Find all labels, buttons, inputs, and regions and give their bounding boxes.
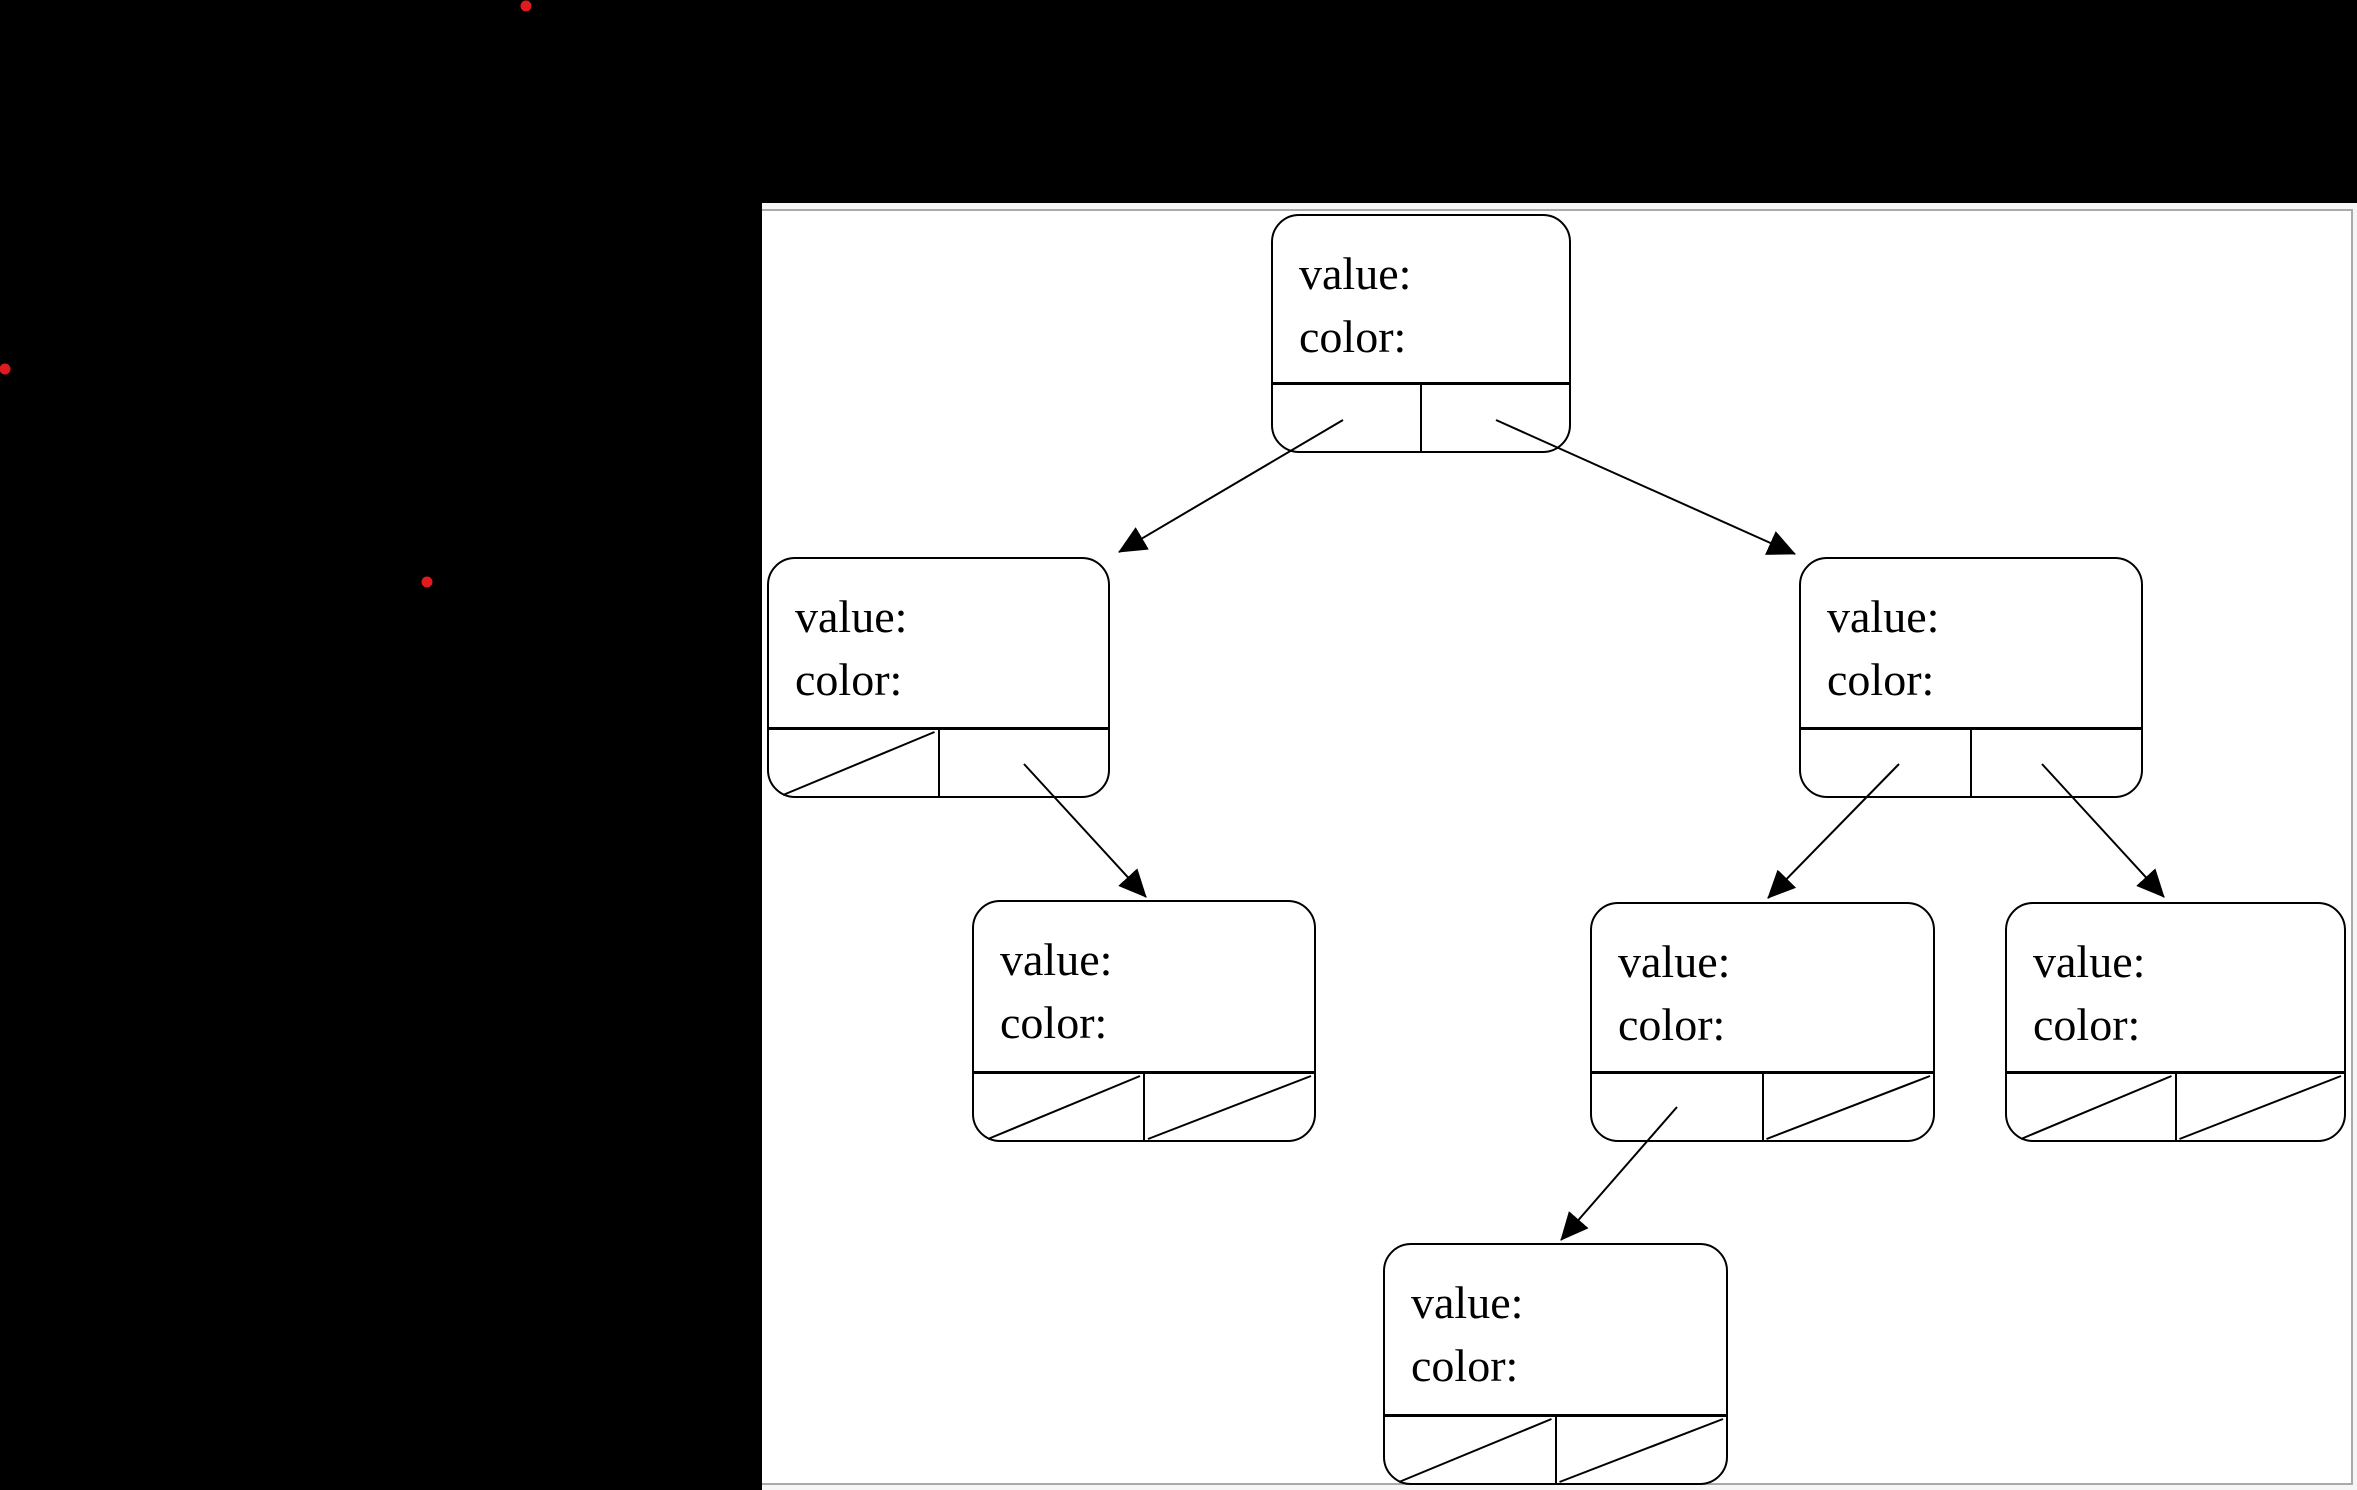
pointer-row bbox=[769, 727, 1108, 796]
left-pointer-cell bbox=[1273, 385, 1422, 451]
color-field-label: color: bbox=[1827, 654, 1935, 705]
left-pointer-cell bbox=[769, 730, 940, 796]
color-field-label: color: bbox=[795, 654, 903, 705]
tree-node-right-left: value: color: bbox=[1590, 902, 1935, 1142]
tree-node-right-right: value: color: bbox=[2005, 902, 2346, 1142]
value-field-label: value: bbox=[795, 591, 908, 642]
tree-node-right: value: color: bbox=[1799, 557, 2143, 798]
left-pointer-cell bbox=[1385, 1417, 1557, 1483]
node-fields: value: color: bbox=[1299, 242, 1563, 368]
node-fields: value: color: bbox=[1827, 585, 2135, 711]
value-field-label: value: bbox=[1299, 248, 1412, 299]
right-pointer-cell bbox=[1557, 1417, 1727, 1483]
pointer-row bbox=[1592, 1071, 1933, 1140]
color-field-label: color: bbox=[1411, 1340, 1519, 1391]
value-field-label: value: bbox=[2033, 936, 2146, 987]
right-pointer-cell bbox=[1422, 385, 1569, 451]
value-field-label: value: bbox=[1827, 591, 1940, 642]
left-pointer-cell bbox=[2007, 1074, 2177, 1140]
pointer-row bbox=[1273, 382, 1569, 451]
left-pointer-cell bbox=[1592, 1074, 1764, 1140]
node-fields: value: color: bbox=[1411, 1271, 1720, 1397]
right-pointer-cell bbox=[1972, 730, 2141, 796]
node-fields: value: color: bbox=[1000, 928, 1308, 1054]
node-fields: value: color: bbox=[795, 585, 1102, 711]
tree-node-right-left-left: value: color: bbox=[1383, 1243, 1728, 1485]
left-pointer-cell bbox=[1801, 730, 1972, 796]
color-field-label: color: bbox=[1299, 311, 1407, 362]
left-pointer-cell bbox=[974, 1074, 1145, 1140]
value-field-label: value: bbox=[1618, 936, 1731, 987]
tree-node-left-right: value: color: bbox=[972, 900, 1316, 1142]
tree-node-root: value: color: bbox=[1271, 214, 1571, 453]
right-pointer-cell bbox=[1145, 1074, 1314, 1140]
node-fields: value: color: bbox=[1618, 930, 1927, 1056]
pointer-row bbox=[974, 1071, 1314, 1140]
value-field-label: value: bbox=[1000, 934, 1113, 985]
node-fields: value: color: bbox=[2033, 930, 2338, 1056]
color-field-label: color: bbox=[1000, 997, 1108, 1048]
right-pointer-cell bbox=[940, 730, 1109, 796]
right-pointer-cell bbox=[1764, 1074, 1934, 1140]
color-field-label: color: bbox=[1618, 999, 1726, 1050]
pointer-row bbox=[1801, 727, 2141, 796]
tree-node-left: value: color: bbox=[767, 557, 1110, 798]
value-field-label: value: bbox=[1411, 1277, 1524, 1328]
color-field-label: color: bbox=[2033, 999, 2141, 1050]
pointer-row bbox=[2007, 1071, 2344, 1140]
right-pointer-cell bbox=[2177, 1074, 2345, 1140]
pointer-row bbox=[1385, 1414, 1726, 1483]
